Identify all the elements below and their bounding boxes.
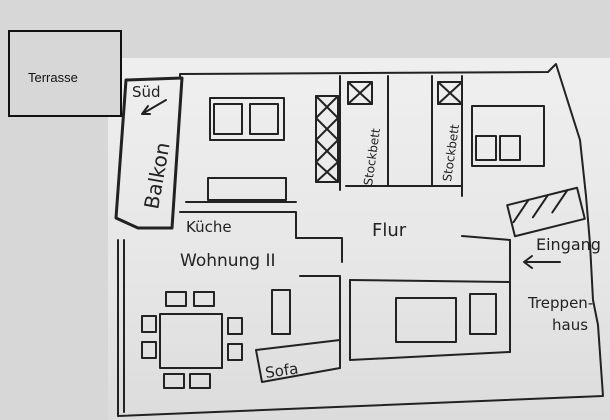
bed-3 bbox=[471, 105, 545, 167]
sofa-box bbox=[255, 339, 341, 383]
eingang-label: Eingang bbox=[536, 235, 601, 254]
pillow-3b bbox=[499, 135, 521, 161]
chair-3 bbox=[227, 317, 243, 335]
kitchen-wall bbox=[179, 211, 343, 263]
outer-wall bbox=[117, 63, 604, 417]
stockbett-1-label: Stockbett bbox=[361, 127, 383, 186]
sued-label: Süd bbox=[132, 83, 161, 101]
terrasse-area bbox=[8, 30, 122, 117]
wohnung-divider bbox=[299, 275, 341, 369]
bed-1 bbox=[209, 97, 285, 141]
chair-2 bbox=[141, 341, 157, 359]
treppen-label: Treppen- bbox=[527, 294, 593, 312]
pillow-3a bbox=[475, 135, 497, 161]
dining-table bbox=[159, 313, 223, 369]
eingang-arrow bbox=[523, 255, 561, 269]
balkon-outline bbox=[114, 76, 184, 230]
sofa-label: Sofa bbox=[264, 360, 299, 382]
couch-1 bbox=[207, 177, 287, 201]
kueche-label: Küche bbox=[186, 218, 232, 236]
chair-5 bbox=[165, 291, 187, 307]
wohnung-label: Wohnung II bbox=[180, 251, 276, 271]
chair-4 bbox=[227, 343, 243, 361]
terrasse-label: Terrasse bbox=[28, 70, 78, 85]
nightstand-1 bbox=[213, 103, 243, 135]
sued-arrow bbox=[141, 99, 167, 115]
wall-right-lower bbox=[461, 235, 511, 241]
chair-7 bbox=[163, 373, 185, 389]
wardrobe-4 bbox=[506, 186, 586, 238]
nightstand-2 bbox=[249, 103, 279, 135]
flur-label: Flur bbox=[372, 220, 407, 241]
haus-label: haus bbox=[552, 316, 588, 334]
bath-top bbox=[349, 279, 511, 283]
stockbett-2-label: Stockbett bbox=[440, 123, 462, 182]
balkon-label: Balkon bbox=[139, 140, 174, 210]
wardrobe-3 bbox=[437, 81, 463, 105]
wardrobe-2 bbox=[347, 81, 373, 105]
chair-8 bbox=[189, 373, 211, 389]
chair-6 bbox=[193, 291, 215, 307]
bathtub bbox=[395, 297, 457, 343]
tv-stand bbox=[271, 289, 291, 335]
chair-1 bbox=[141, 315, 157, 333]
toilet bbox=[469, 293, 497, 335]
bath-left bbox=[349, 279, 511, 361]
wardrobe-1 bbox=[315, 95, 339, 183]
